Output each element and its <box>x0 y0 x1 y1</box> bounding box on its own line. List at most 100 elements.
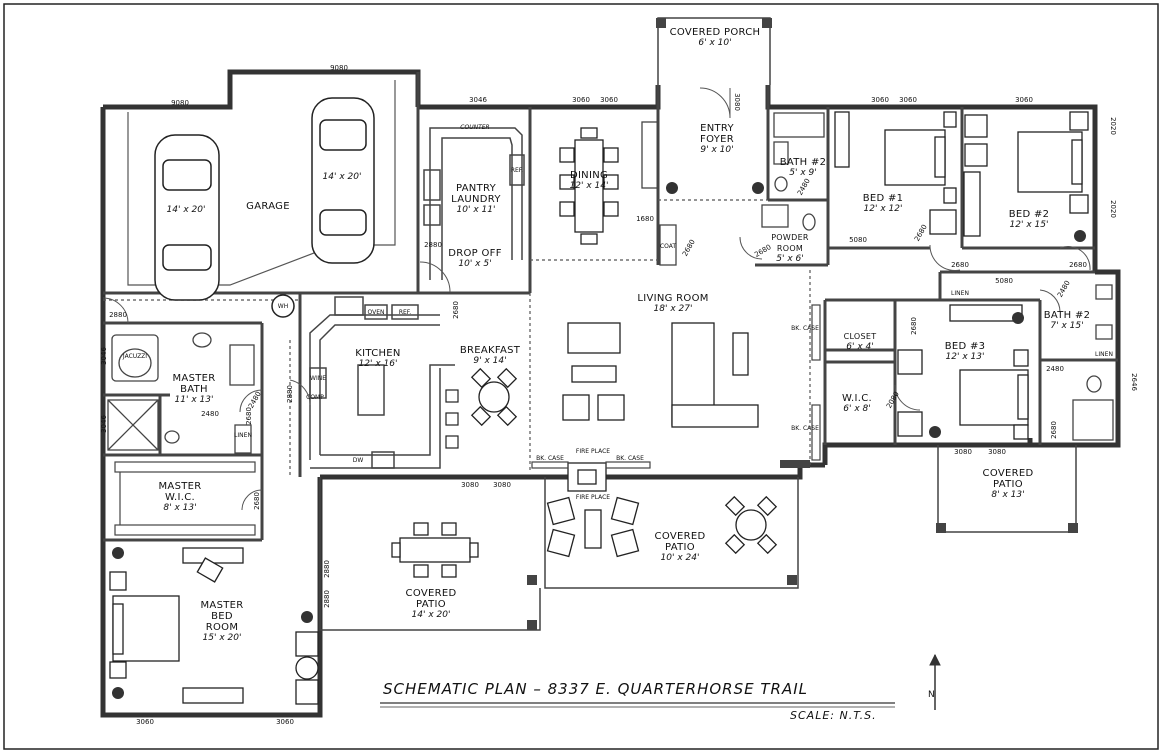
label-comp: COMP <box>306 394 324 401</box>
dim-3060-bot-a: 3060 <box>136 718 154 726</box>
dim-3060-e: 3060 <box>1015 96 1033 104</box>
bath2b-fixtures <box>1072 284 1114 441</box>
room-dims: 7' x 15' <box>1050 321 1084 331</box>
bed2-furniture <box>963 111 1089 237</box>
dim-3060-d: 3060 <box>899 96 917 104</box>
patio-center-table <box>724 495 778 555</box>
room-dims: 10' x 11' <box>456 205 496 215</box>
room-name: CLOSET <box>843 332 877 341</box>
room-name: KITCHEN <box>355 348 401 359</box>
dining-table-set <box>559 127 619 245</box>
dim-3080-pat-a: 3080 <box>461 481 479 489</box>
room-dims: 6' x 4' <box>846 342 874 352</box>
dim-2880-mbed-b: 2880 <box>322 590 331 608</box>
label-linen-bath: LINEN <box>1095 351 1113 358</box>
dim-3060-a: 3060 <box>572 96 590 104</box>
water-heater-symbol <box>271 294 295 318</box>
dining-buffet <box>641 121 659 189</box>
dim-left-9080: 9080 <box>171 99 189 107</box>
dim-top-9080: 9080 <box>330 64 348 72</box>
dim-2020-b: 2020 <box>1108 200 1117 218</box>
bath2-fixtures <box>761 112 825 231</box>
room-name: COVERED PATIO <box>982 468 1034 490</box>
dim-3080-patio-r-a: 3080 <box>954 448 972 456</box>
room-name: W.I.C. <box>841 393 873 404</box>
room-name: LIVING ROOM <box>637 293 709 304</box>
pantry-counters <box>423 127 525 280</box>
room-name: MASTER BATH <box>172 373 216 395</box>
dim-3046-left-a: 3046 <box>99 347 108 365</box>
dim-2880-hall: 2880 <box>285 385 294 403</box>
room-dims: 9' x 10' <box>700 145 734 155</box>
room-dims: 8' x 13' <box>991 490 1025 500</box>
door-swings <box>102 87 1091 511</box>
label-bk-case-3: BK. CASE <box>791 325 819 332</box>
patio-outlines <box>319 17 1077 631</box>
kitchen-cabinets <box>309 296 455 469</box>
garage-car1-size: 14' x 20' <box>167 205 206 216</box>
room-name: BED #2 <box>1008 209 1050 220</box>
room-dims: 5' x 6' <box>776 254 804 264</box>
corner-posts <box>527 18 1078 630</box>
label-bk-case-4: BK. CASE <box>791 425 819 432</box>
room-name: MASTER W.I.C. <box>158 481 202 503</box>
label-ref-kitchen: REF. <box>398 309 412 316</box>
label-jacuzzi: JACUZZI <box>122 353 148 360</box>
label-coat: COAT <box>659 243 677 250</box>
dim-2480-bath2b: 2480 <box>1046 365 1064 373</box>
room-name: DROP OFF <box>448 248 502 259</box>
dim-2680-bed2: 2680 <box>1069 261 1087 269</box>
label-bk-case-2: BK. CASE <box>616 455 644 462</box>
label-oven: OVEN <box>367 309 385 316</box>
label-wine: WINE <box>310 375 326 382</box>
room-dims: 14' x 20' <box>411 610 451 620</box>
dim-2680-bath2: 2680 <box>1049 421 1058 439</box>
garage-slab <box>127 80 396 286</box>
room-name: COVERED PATIO <box>654 531 706 553</box>
car-2 <box>311 97 375 264</box>
dim-3060-b: 3060 <box>600 96 618 104</box>
room-name: COVERED PATIO <box>405 588 457 610</box>
garage-car2-size: 14' x 20' <box>323 172 362 183</box>
room-dims: 14' x 20' <box>322 172 362 182</box>
room-name: BREAKFAST <box>459 345 521 356</box>
plan-scale: SCALE: N.T.S. <box>790 709 877 722</box>
room-dims: 12' x 15' <box>1009 220 1049 230</box>
dim-2880-garage: 2880 <box>109 311 127 319</box>
plant-symbols <box>112 182 1086 699</box>
plan-title: SCHEMATIC PLAN – 8337 E. QUARTERHORSE TR… <box>383 680 809 698</box>
dim-2480-bath: 2480 <box>201 410 219 418</box>
dim-3060-bot-b: 3060 <box>276 718 294 726</box>
dim-3046-top: 3046 <box>469 96 487 104</box>
dim-1680: 1680 <box>636 215 654 223</box>
dim-5080-b: 5080 <box>995 277 1013 285</box>
room-dims: 10' x 5' <box>458 259 492 269</box>
label-fire-place-1: FIRE PLACE <box>575 448 611 455</box>
room-wic: W.I.C.6' x 8' <box>842 393 872 415</box>
dim-2680-bed3: 2680 <box>909 317 918 335</box>
dim-2880-mbed-a: 2880 <box>322 560 331 578</box>
dim-2020-a: 2020 <box>1108 117 1117 135</box>
master-bed-furniture <box>109 547 319 705</box>
label-linen-hall: LINEN <box>951 290 969 297</box>
dim-3080-pat-b: 3080 <box>493 481 511 489</box>
room-dims: 12' x 13' <box>945 352 985 362</box>
room-master-wic: MASTER W.I.C.8' x 13' <box>154 481 206 514</box>
room-dims: 12' x 16' <box>358 359 398 369</box>
